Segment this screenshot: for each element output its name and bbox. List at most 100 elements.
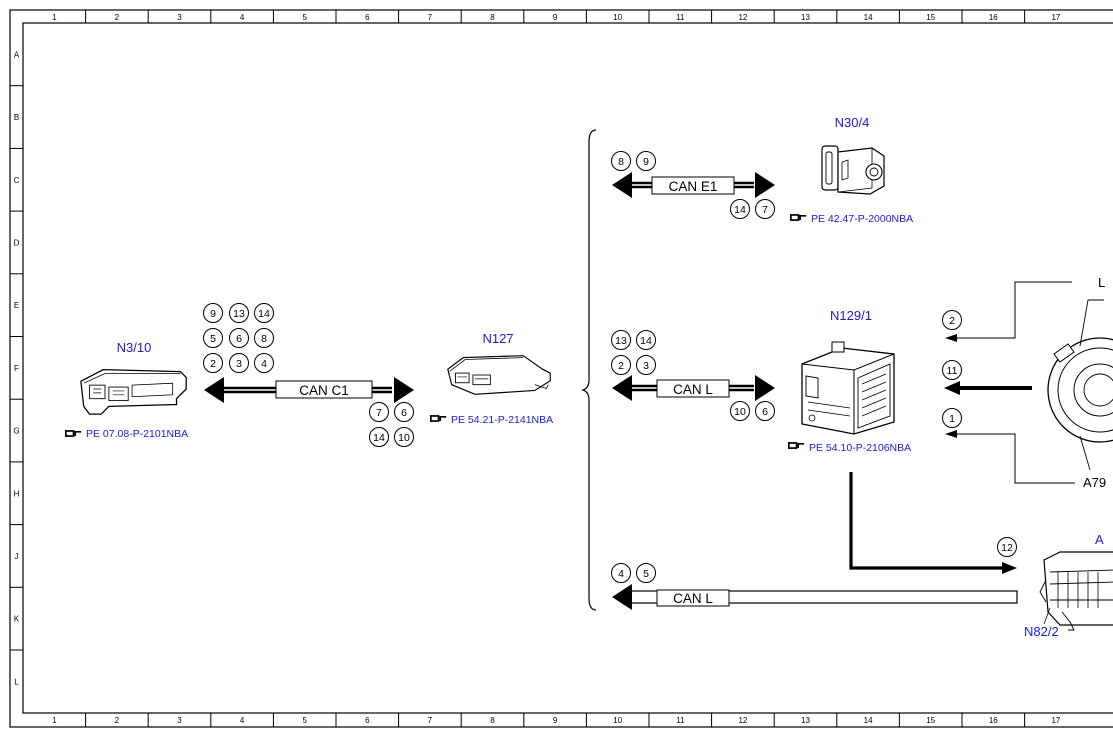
- ruler-col-top: 3: [177, 13, 182, 22]
- ruler-col-top: 17: [1051, 13, 1060, 22]
- ruler-col-top: 16: [989, 13, 998, 22]
- signal-number: 3: [636, 355, 656, 375]
- ruler-col-top: 4: [240, 13, 245, 22]
- signal-number: 10: [394, 427, 414, 447]
- ruler-col-bottom: 16: [989, 716, 998, 725]
- svg-text:8: 8: [618, 156, 624, 168]
- ruler-row: D: [14, 238, 20, 247]
- group-brace: [581, 129, 597, 611]
- arrow-left-icon: [612, 584, 632, 610]
- signal-number: 8: [254, 328, 274, 348]
- bus-label-can-l-bottom: CAN L: [673, 591, 713, 606]
- ruler-col-top: 11: [676, 13, 685, 22]
- signal-number: 13: [611, 330, 631, 350]
- ruler-col-bottom: 8: [490, 716, 495, 725]
- svg-text:2: 2: [210, 358, 216, 370]
- ref-n3-10[interactable]: PE 07.08-P-2101NBA: [86, 428, 188, 440]
- svg-text:8: 8: [261, 333, 267, 345]
- signal-number: 6: [755, 401, 775, 421]
- svg-text:7: 7: [762, 204, 768, 216]
- reference-pointer-icon: [65, 430, 82, 437]
- svg-text:6: 6: [236, 333, 242, 345]
- label-a-partial: A: [1095, 532, 1104, 547]
- signal-number: 12: [997, 537, 1017, 557]
- ruler-col-top: 7: [428, 13, 433, 22]
- arrow-left-icon: [204, 377, 224, 403]
- bus-can-e1: CAN E1: [612, 172, 775, 198]
- signal-number: 10: [730, 401, 750, 421]
- ruler-col-bottom: 1: [52, 716, 57, 725]
- svg-text:2: 2: [949, 315, 955, 327]
- bus-label-can-e1: CAN E1: [669, 179, 718, 194]
- component-a-partial: A N82/2: [1024, 532, 1113, 639]
- signals-can-l-middle-right: 10 6: [730, 401, 775, 421]
- label-l-partial: L: [1098, 275, 1105, 290]
- bus-can-c1: CAN C1: [204, 377, 414, 403]
- arrow-left-icon: [612, 375, 632, 401]
- svg-text:13: 13: [615, 335, 627, 347]
- signal-number: 7: [369, 402, 389, 422]
- bus-label-can-l-middle: CAN L: [673, 382, 713, 397]
- reference-pointer-icon: [788, 442, 805, 449]
- signal-number: 5: [203, 328, 223, 348]
- ruler-col-bottom: 2: [115, 716, 120, 725]
- svg-text:3: 3: [643, 360, 649, 372]
- ruler-col-top: 10: [613, 13, 622, 22]
- svg-text:10: 10: [398, 432, 410, 444]
- svg-text:14: 14: [258, 308, 270, 320]
- connections-right: [849, 281, 1075, 574]
- signal-number: 2: [611, 355, 631, 375]
- signal-number: 6: [229, 328, 249, 348]
- signal-number: 3: [229, 353, 249, 373]
- bus-can-l-middle: CAN L: [612, 375, 775, 401]
- ruler-col-bottom: 17: [1051, 716, 1060, 725]
- signal-number: 14: [254, 303, 274, 323]
- ruler-col-top: 5: [302, 13, 307, 22]
- ref-n129-1[interactable]: PE 54.10-P-2106NBA: [809, 442, 911, 454]
- ref-n30-4[interactable]: PE 42.47-P-2000NBA: [811, 213, 913, 225]
- svg-text:14: 14: [640, 335, 652, 347]
- signal-number: 14: [369, 427, 389, 447]
- signal-number: 8: [611, 151, 631, 171]
- ruler-row: L: [14, 677, 19, 686]
- ref-n127[interactable]: PE 54.21-P-2141NBA: [451, 414, 553, 426]
- ruler-col-bottom: 6: [365, 716, 370, 725]
- ruler-row: G: [13, 427, 19, 436]
- signals-can-l-middle-left: 13 14 2 3: [611, 330, 656, 375]
- ruler-col-bottom: 4: [240, 716, 245, 725]
- ruler-col-bottom: 3: [177, 716, 182, 725]
- signal-number: 5: [636, 563, 656, 583]
- signal-number: 6: [394, 402, 414, 422]
- ruler-col-bottom: 12: [738, 716, 747, 725]
- reference-pointer-icon: [430, 415, 447, 422]
- arrow-right-icon: [755, 172, 775, 198]
- ruler-row: J: [15, 552, 19, 561]
- ruler-col-top: 13: [801, 13, 810, 22]
- reference-pointer-icon: [790, 214, 807, 221]
- signal-number: 9: [203, 303, 223, 323]
- label-n127: N127: [482, 331, 513, 346]
- svg-text:2: 2: [618, 360, 624, 372]
- svg-text:5: 5: [210, 333, 216, 345]
- arrow-right-icon: [755, 375, 775, 401]
- svg-text:3: 3: [236, 358, 242, 370]
- svg-text:4: 4: [261, 358, 267, 370]
- ruler-col-bottom: 13: [801, 716, 810, 725]
- ruler-col-bottom: 5: [302, 716, 307, 725]
- svg-text:11: 11: [947, 365, 958, 377]
- component-n3-10: N3/10 PE 07.08-P-2101NBA: [65, 340, 188, 440]
- svg-text:10: 10: [734, 406, 746, 418]
- signal-number: 13: [229, 303, 249, 323]
- ruler-col-top: 1: [52, 13, 57, 22]
- signal-number: 4: [254, 353, 274, 373]
- component-a79-partial: L A79: [1047, 275, 1113, 490]
- drawing-frame: [9, 9, 1113, 728]
- arrow-left-icon: [612, 172, 632, 198]
- svg-text:9: 9: [643, 156, 649, 168]
- ruler-col-bottom: 10: [613, 716, 622, 725]
